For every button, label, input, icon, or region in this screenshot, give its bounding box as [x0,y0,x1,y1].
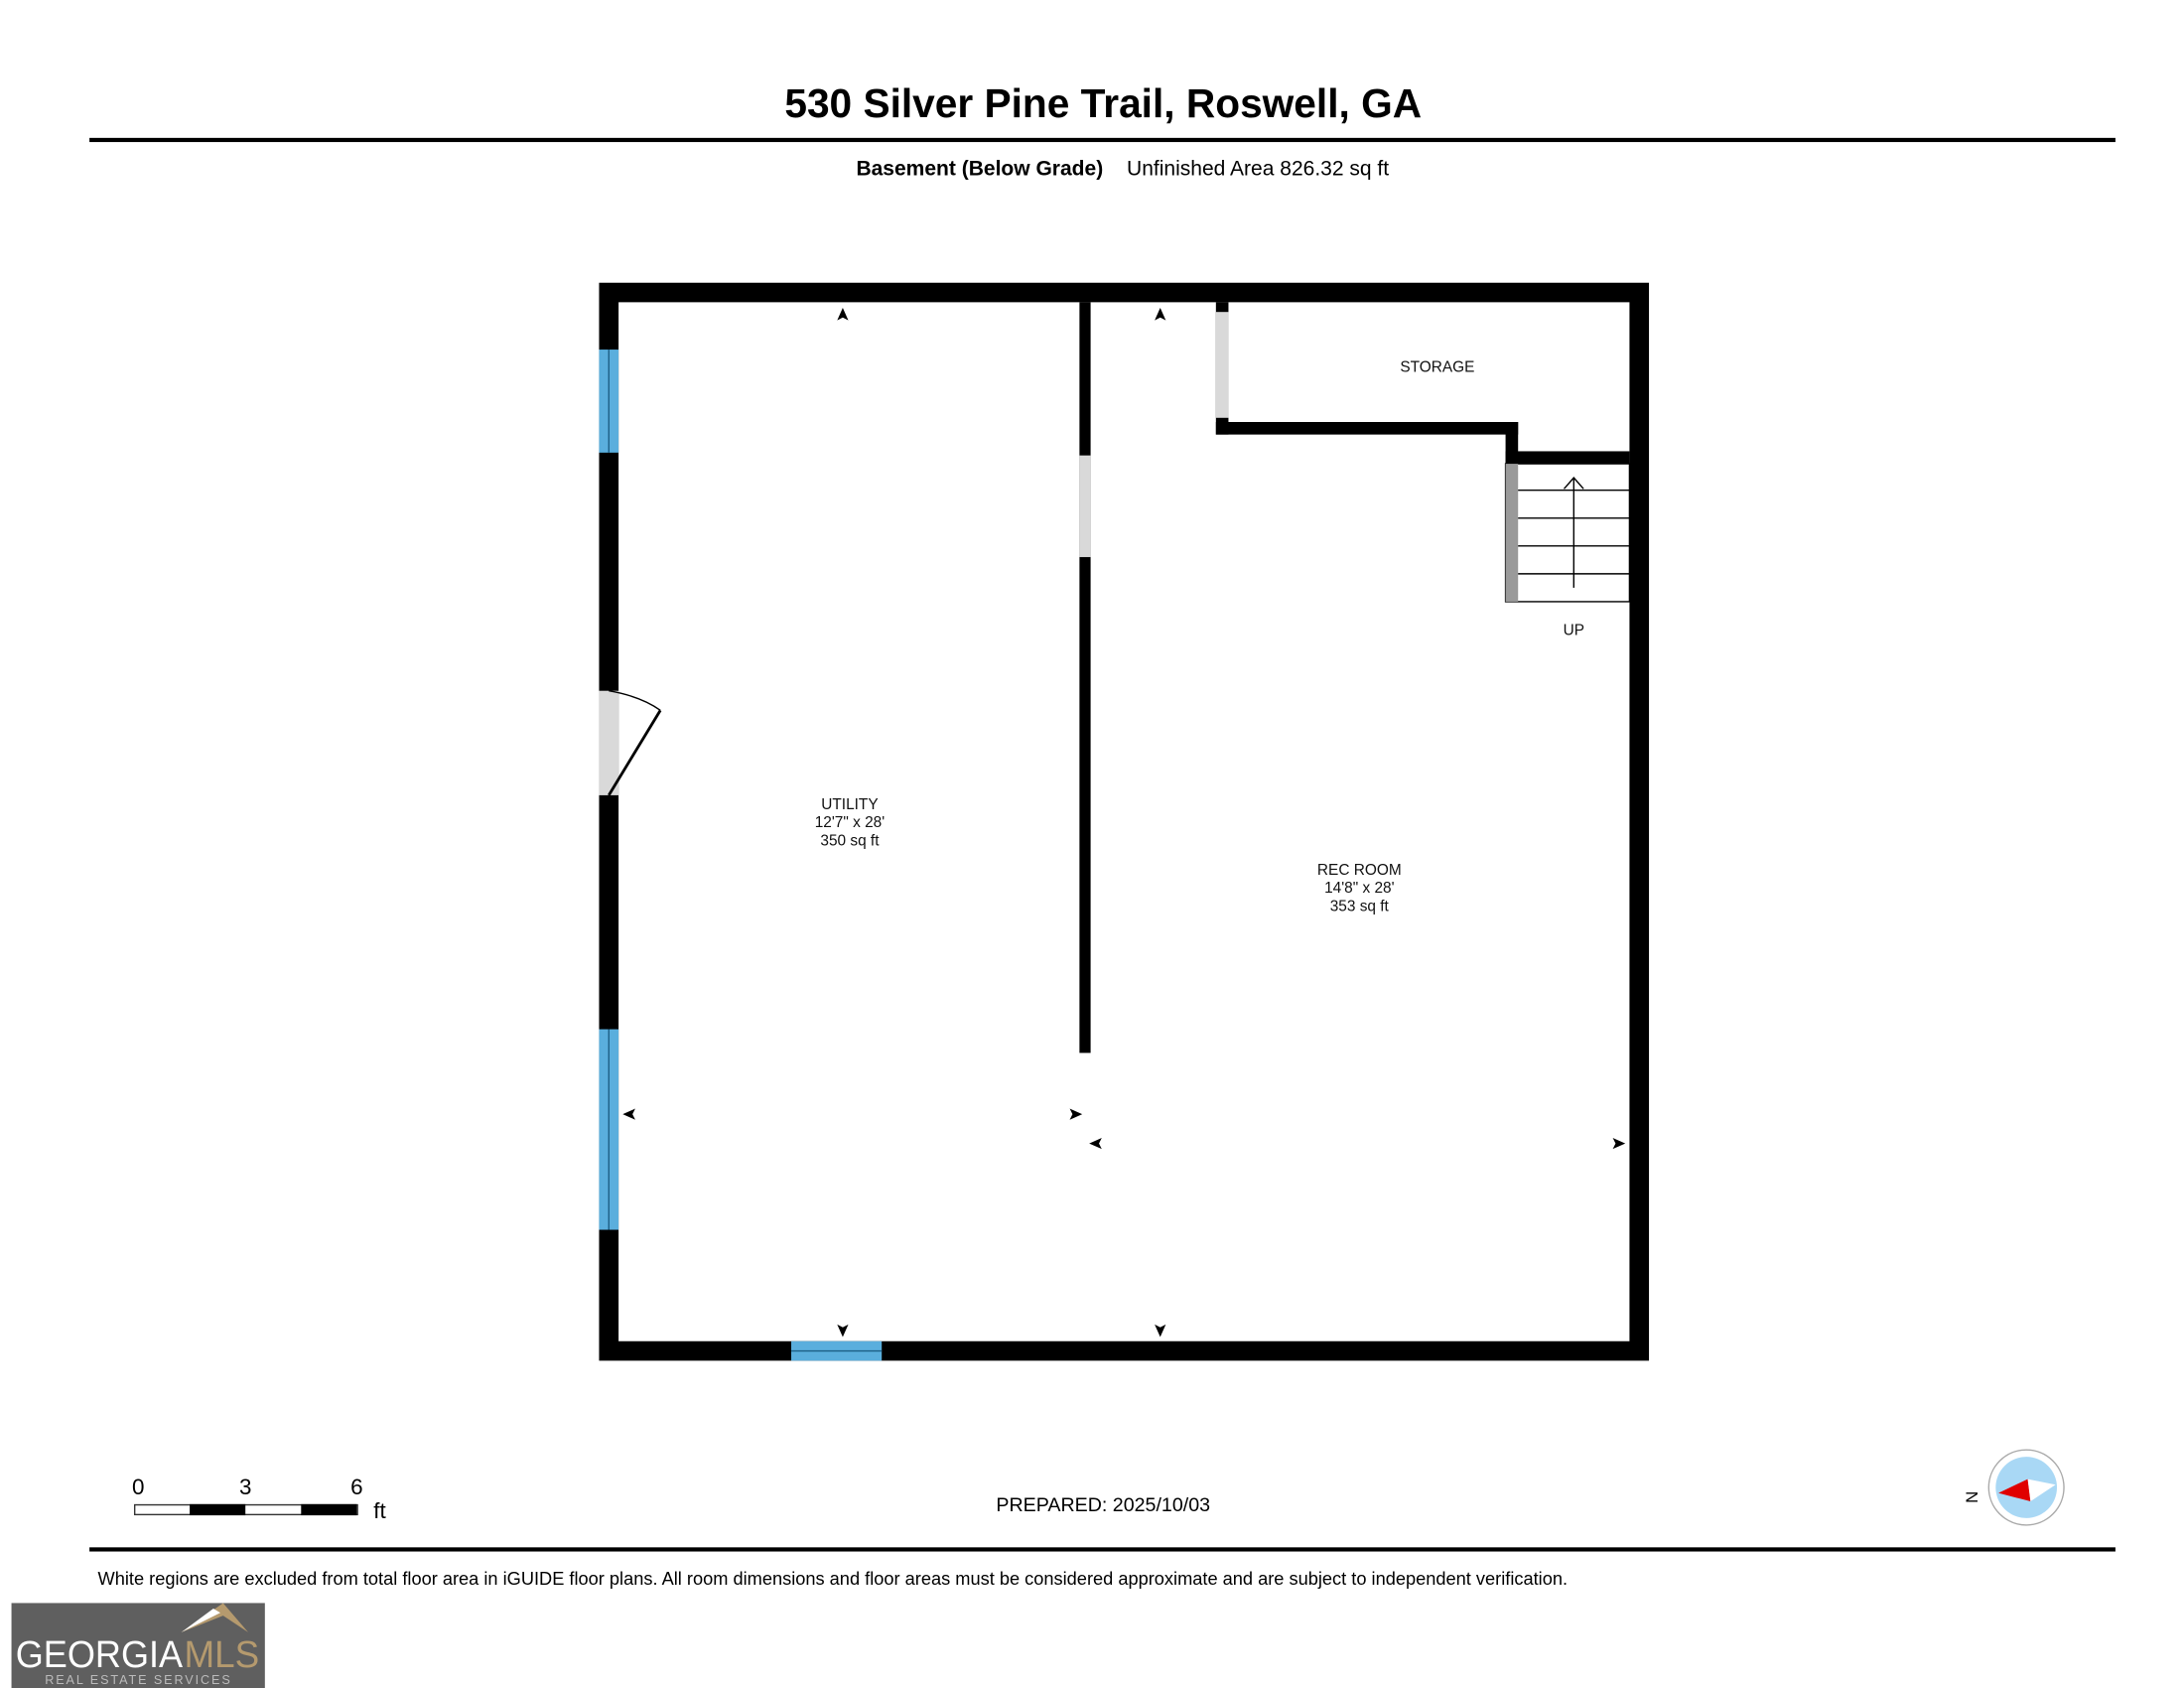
window [599,350,619,453]
svg-text:MLS: MLS [184,1634,259,1676]
svg-text:GEORGIA: GEORGIA [16,1634,184,1676]
scale-bar: 0 3 6 ft [132,1475,387,1523]
arrowhead-icon [1089,1137,1102,1150]
dimension-markers [622,307,1626,1337]
wall-opening [1079,455,1091,558]
room-name-storage: STORAGE [1400,359,1474,376]
scale-tick: 0 [132,1475,144,1499]
arrowhead-icon [622,1108,635,1120]
room-name-rec-room: REC ROOM [1317,862,1402,879]
room-area-utility: 350 sq ft [820,832,880,849]
window [791,1340,883,1361]
compass-north-label: N [1963,1491,1981,1503]
room-dims-utility: 12'7" x 28' [815,814,886,831]
storage-opening [1215,312,1229,418]
level-area: Unfinished Area 826.32 sq ft [1127,158,1389,181]
room-area-rec-room: 353 sq ft [1330,898,1390,914]
arrowhead-icon [1155,307,1166,321]
disclaimer: White regions are excluded from total fl… [98,1568,1569,1589]
arrowhead-icon [837,1324,849,1337]
page-title: 530 Silver Pine Trail, Roswell, GA [784,80,1422,126]
door[interactable] [599,690,662,796]
arrowhead-icon [837,307,849,321]
window [599,1029,619,1230]
stairs-label: UP [1564,623,1584,639]
arrowhead-icon [1155,1324,1166,1337]
header-divider [89,137,2116,143]
storage-wall [1215,422,1519,435]
footer-divider [89,1547,2116,1552]
stairs [1504,463,1631,603]
scale-unit: ft [373,1498,386,1523]
arrowhead-icon [1612,1137,1626,1150]
arrowhead-icon [1069,1108,1083,1120]
room-name-utility: UTILITY [821,796,878,813]
compass-icon: N [1963,1449,2065,1526]
svg-text:REAL ESTATE SERVICES: REAL ESTATE SERVICES [45,1673,232,1687]
exterior-walls [599,282,1650,1361]
georgia-mls-logo: GEORGIA MLS REAL ESTATE SERVICES [11,1603,265,1688]
scale-tick: 6 [350,1475,362,1499]
interior-wall [1079,302,1091,1054]
room-dims-rec-room: 14'8" x 28' [1324,880,1395,897]
prepared-date: PREPARED: 2025/10/03 [996,1494,1210,1516]
level-name: Basement (Below Grade) [856,158,1103,181]
scale-tick: 3 [239,1475,251,1499]
floor-plan: STORAGE UP UTILITY 12'7" x 28' 350 sq ft… [599,282,1650,1361]
storage-wall [1505,451,1630,465]
